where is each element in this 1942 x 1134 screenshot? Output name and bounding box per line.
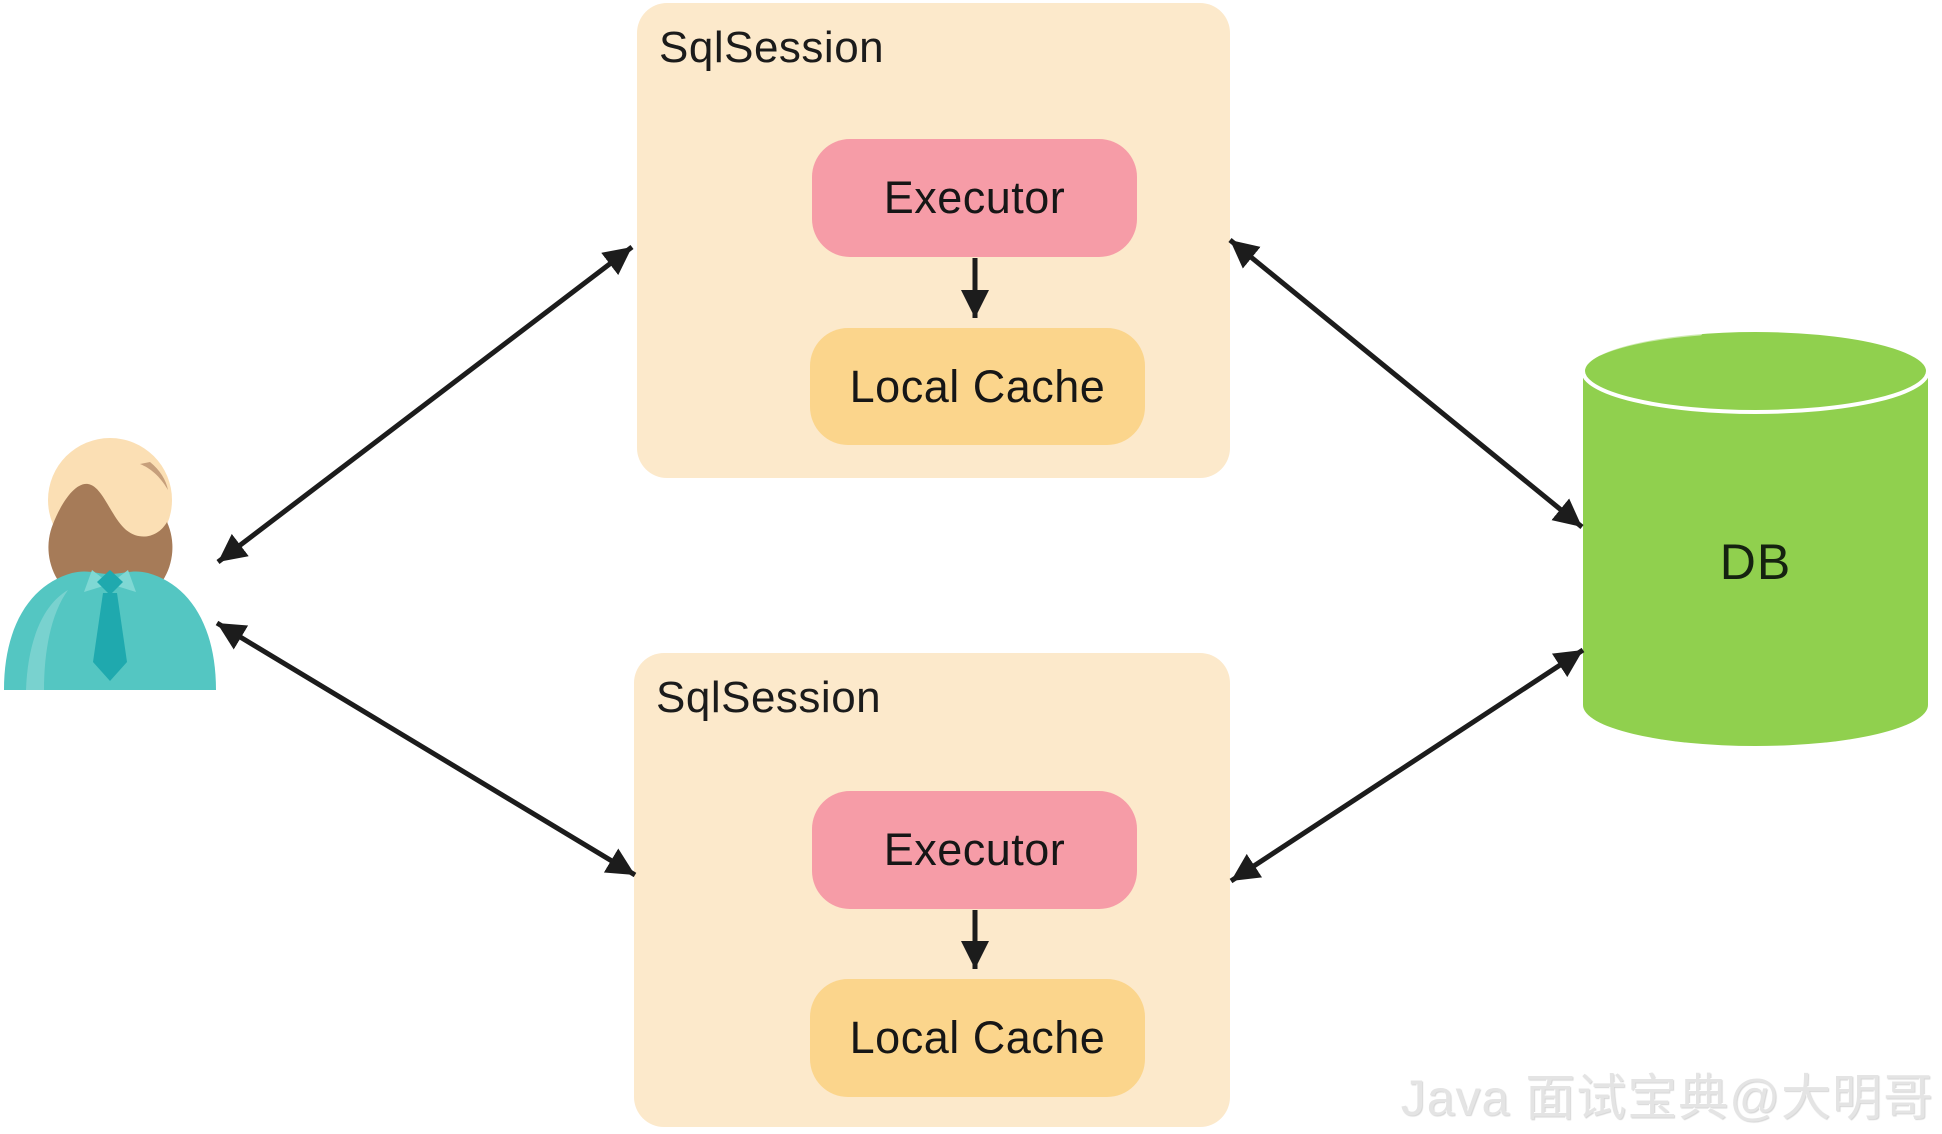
executor-node-1: Executor — [812, 139, 1137, 257]
local-cache-2-label: Local Cache — [849, 1012, 1106, 1063]
local-cache-node-1: Local Cache — [810, 328, 1145, 445]
sqlsession-1-title: SqlSession — [659, 23, 885, 72]
database-cylinder-svg — [1581, 328, 1930, 746]
executor-2-label: Executor — [883, 824, 1066, 875]
local-cache-1-label: Local Cache — [849, 360, 1106, 412]
arrow-sqlsession-1-db — [1228, 238, 1584, 529]
arrow-sqlsession-2-db — [1229, 647, 1585, 884]
local-cache-node-2: Local Cache — [810, 979, 1145, 1097]
watermark-text: Java 面试宝典@大明哥 — [1400, 1070, 1934, 1126]
arrow-user-sqlsession-2 — [215, 620, 637, 878]
user-person-icon — [0, 432, 220, 690]
executor-1-label: Executor — [883, 172, 1066, 223]
arrow-user-sqlsession-1 — [216, 245, 634, 564]
user-person-icon-svg — [4, 438, 216, 690]
database-cylinder-icon — [1580, 325, 1932, 750]
db-label: DB — [1719, 534, 1792, 590]
executor-node-2: Executor — [812, 791, 1137, 909]
sqlsession-2-title: SqlSession — [656, 673, 882, 722]
